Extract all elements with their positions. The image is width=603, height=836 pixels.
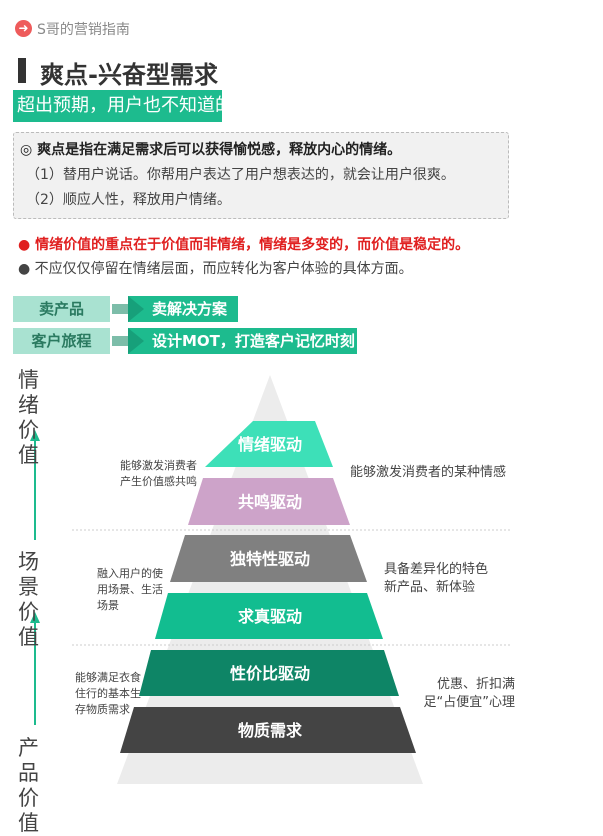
value-label-emotion: 情绪价值 (18, 368, 39, 467)
pyramid-layer-label: 求真驱动 (238, 607, 302, 626)
left-note: 能够满足衣食住行的基本生存物质需求 (75, 671, 141, 716)
value-label-scene: 场景价值 (18, 550, 39, 649)
arrow-right-icon (128, 296, 144, 322)
arrow-up-icon (30, 612, 40, 623)
flow-to: 设计MOT，打造客户记忆时刻 (128, 328, 357, 354)
definition-box (13, 132, 509, 219)
arrow-shaft (112, 304, 132, 314)
pyramid-layer (155, 593, 383, 639)
right-note: 优惠、折扣满足“占便宜”心理 (423, 677, 515, 710)
flow-to: 卖解决方案 (128, 296, 238, 322)
subtitle-banner: 超出预期，用户也不知道的 (13, 90, 233, 122)
pyramid-layer-label: 情绪驱动 (238, 435, 302, 454)
pyramid-layer-label: 共鸣驱动 (238, 493, 302, 512)
arrow-right-circle-icon: ➜ (15, 20, 32, 37)
pyramid-layer (205, 421, 333, 467)
key-point: ● 不应仅仅停留在情绪层面，而应转化为客户体验的具体方面。 (18, 261, 413, 277)
account-name: S哥的营销指南 (37, 22, 130, 38)
definition-text: ◎ 爽点是指在满足需求后可以获得愉悦感，释放内心的情绪。 (20, 142, 402, 158)
definition-item: （2）顺应人性，释放用户情绪。 (26, 192, 231, 208)
value-label-product: 产品价值 (18, 736, 39, 835)
pyramid-layer-label: 性价比驱动 (230, 664, 310, 683)
title-bar-decoration (18, 58, 26, 83)
pyramid-layer (139, 650, 399, 696)
definition-item: （1）替用户说话。你帮用户表达了用户想表达的，就会让用户很爽。 (26, 167, 455, 183)
pyramid-layer (188, 478, 350, 525)
left-note: 融入用户的使用场景、生活场景 (97, 567, 163, 612)
left-note: 能够激发消费者产生价值感共鸣 (120, 459, 197, 488)
flow-from: 客户旅程 (13, 328, 110, 354)
arrow-up-icon (30, 430, 40, 441)
right-note: 能够激发消费者的某种情感 (350, 465, 507, 480)
pyramid-layer (170, 535, 367, 582)
pyramid-layer-label: 独特性驱动 (230, 550, 310, 569)
arrow-right-icon (128, 328, 144, 354)
right-note: 具备差异化的特色新产品、新体验 (384, 562, 489, 595)
arrow-shaft (112, 336, 132, 346)
page-title: 爽点-兴奋型需求 (40, 61, 218, 89)
pyramid-layer-label: 物质需求 (238, 721, 303, 740)
key-point-highlight: ● 情绪价值的重点在于价值而非情绪，情绪是多变的，而价值是稳定的。 (18, 237, 470, 253)
pyramid-layer (120, 707, 416, 753)
flow-from: 卖产品 (13, 296, 110, 322)
